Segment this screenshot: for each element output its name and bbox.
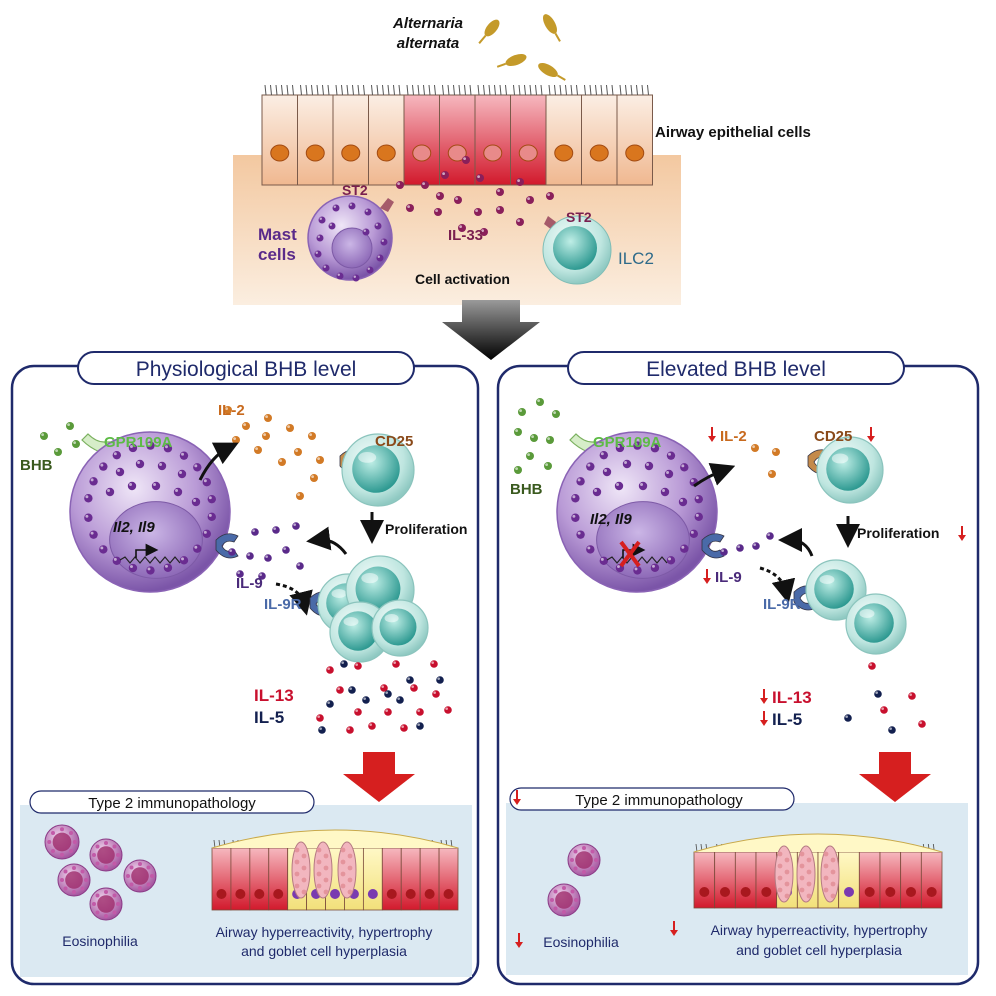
left-il5-label: IL-5	[254, 708, 284, 727]
left-gpr-label: GPR109A	[104, 434, 173, 451]
right-pathology-title: Type 2 immunopathology	[575, 792, 743, 809]
right-airway-line1: Airway hyperreactivity, hypertrophy	[711, 922, 928, 938]
right-cd25-label: CD25	[814, 428, 852, 445]
left-il13-label: IL-13	[254, 686, 294, 705]
right-panel-title: Elevated BHB level	[646, 358, 826, 381]
left-il2-label: IL-2	[218, 402, 245, 419]
st2-left-label: ST2	[342, 182, 368, 198]
fungus-label-line2: alternata	[397, 35, 460, 52]
right-panel	[496, 364, 980, 986]
right-airway-line2: and goblet cell hyperplasia	[736, 942, 902, 958]
fungus-spores	[478, 14, 566, 81]
left-eosinophilia-label: Eosinophilia	[62, 933, 138, 949]
left-panel-title: Physiological BHB level	[136, 358, 357, 381]
right-il9-label: IL-9	[715, 569, 742, 586]
right-il9r-label: IL-9R	[763, 596, 801, 613]
left-airway-line2: and goblet cell hyperplasia	[241, 943, 407, 959]
left-panel	[10, 364, 480, 986]
left-il9-label: IL-9	[236, 575, 263, 592]
left-airway-line1: Airway hyperreactivity, hypertrophy	[216, 924, 433, 940]
top-ilc2-cell	[542, 215, 612, 285]
right-il2-label: IL-2	[720, 428, 747, 445]
left-genes-label: Il2, Il9	[113, 519, 155, 536]
decrease-arrows	[513, 427, 966, 948]
top-mast-cell	[307, 195, 394, 282]
mast-label-line1: Mast	[258, 225, 297, 244]
mast-label-line2: cells	[258, 245, 296, 264]
il33-label: IL-33	[448, 227, 483, 244]
left-pathology-title: Type 2 immunopathology	[88, 795, 256, 812]
right-panel-labels: Elevated BHB level BHB GPR109A Il2, Il9 …	[509, 351, 939, 958]
airway-epithelium	[261, 84, 653, 186]
right-il5-label: IL-5	[772, 710, 802, 729]
epithelium-label: Airway epithelial cells	[655, 124, 811, 141]
ilc2-label: ILC2	[618, 249, 654, 268]
left-il9r-label: IL-9R	[264, 596, 302, 613]
right-proliferation-label: Proliferation	[857, 525, 939, 541]
right-gpr-label: GPR109A	[593, 434, 662, 451]
il33-molecules	[396, 156, 554, 236]
st2-right-label: ST2	[566, 209, 592, 225]
right-bhb-label: BHB	[510, 481, 543, 498]
down-arrow-black	[442, 300, 540, 360]
right-genes-label: Il2, Il9	[590, 511, 632, 528]
left-proliferation-label: Proliferation	[385, 521, 467, 537]
right-il13-label: IL-13	[772, 688, 812, 707]
left-bhb-label: BHB	[20, 457, 53, 474]
fungus-label-line1: Alternaria	[392, 15, 463, 32]
left-panel-labels: Physiological BHB level BHB GPR109A Il2,…	[20, 351, 467, 959]
left-cd25-label: CD25	[375, 433, 413, 450]
cell-activation-label: Cell activation	[415, 271, 510, 287]
right-eosinophilia-label: Eosinophilia	[543, 934, 619, 950]
